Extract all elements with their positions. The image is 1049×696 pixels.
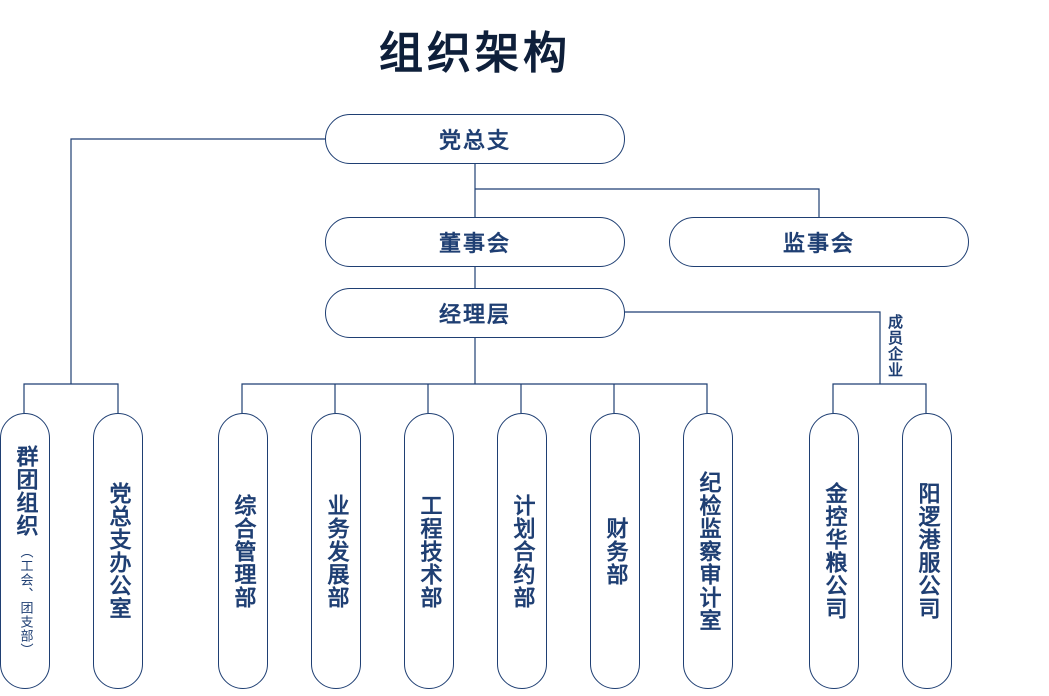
board-label: 董事会 <box>438 232 511 257</box>
department-box: 工程技术部 <box>404 413 454 689</box>
mass-organizations-label: 群团组织 <box>12 445 38 537</box>
company-label: 阳逻港服公司 <box>914 482 940 620</box>
department-label: 计划合约部 <box>509 493 535 609</box>
department-label: 纪检监察审计室 <box>695 470 721 632</box>
member-enterprises-label: 成员企业 <box>885 312 906 380</box>
company-box: 阳逻港服公司 <box>902 413 952 689</box>
board-box: 董事会 <box>325 217 625 267</box>
department-box: 计划合约部 <box>497 413 547 689</box>
department-box: 财务部 <box>590 413 640 689</box>
party-branch-label: 党总支 <box>438 129 511 154</box>
management-label: 经理层 <box>438 303 511 328</box>
department-box: 综合管理部 <box>218 413 268 689</box>
party-office-box: 党总支办公室 <box>93 413 143 689</box>
company-box: 金控华粮公司 <box>809 413 859 689</box>
department-label: 综合管理部 <box>230 493 256 609</box>
department-box: 纪检监察审计室 <box>683 413 733 689</box>
department-label: 工程技术部 <box>416 493 442 609</box>
party-branch-box: 党总支 <box>325 114 625 164</box>
party-office-label: 党总支办公室 <box>105 482 131 620</box>
mass-organizations-box: 群团组织 （工会、团支部） <box>0 413 50 689</box>
department-label: 财务部 <box>602 516 628 586</box>
page-title: 组织架构 <box>379 28 571 79</box>
mass-organizations-sublabel: （工会、团支部） <box>17 545 33 657</box>
company-label: 金控华粮公司 <box>821 482 847 620</box>
department-box: 业务发展部 <box>311 413 361 689</box>
supervisors-box: 监事会 <box>669 217 969 267</box>
department-label: 业务发展部 <box>323 493 349 609</box>
management-box: 经理层 <box>325 288 625 338</box>
supervisors-label: 监事会 <box>782 232 855 257</box>
